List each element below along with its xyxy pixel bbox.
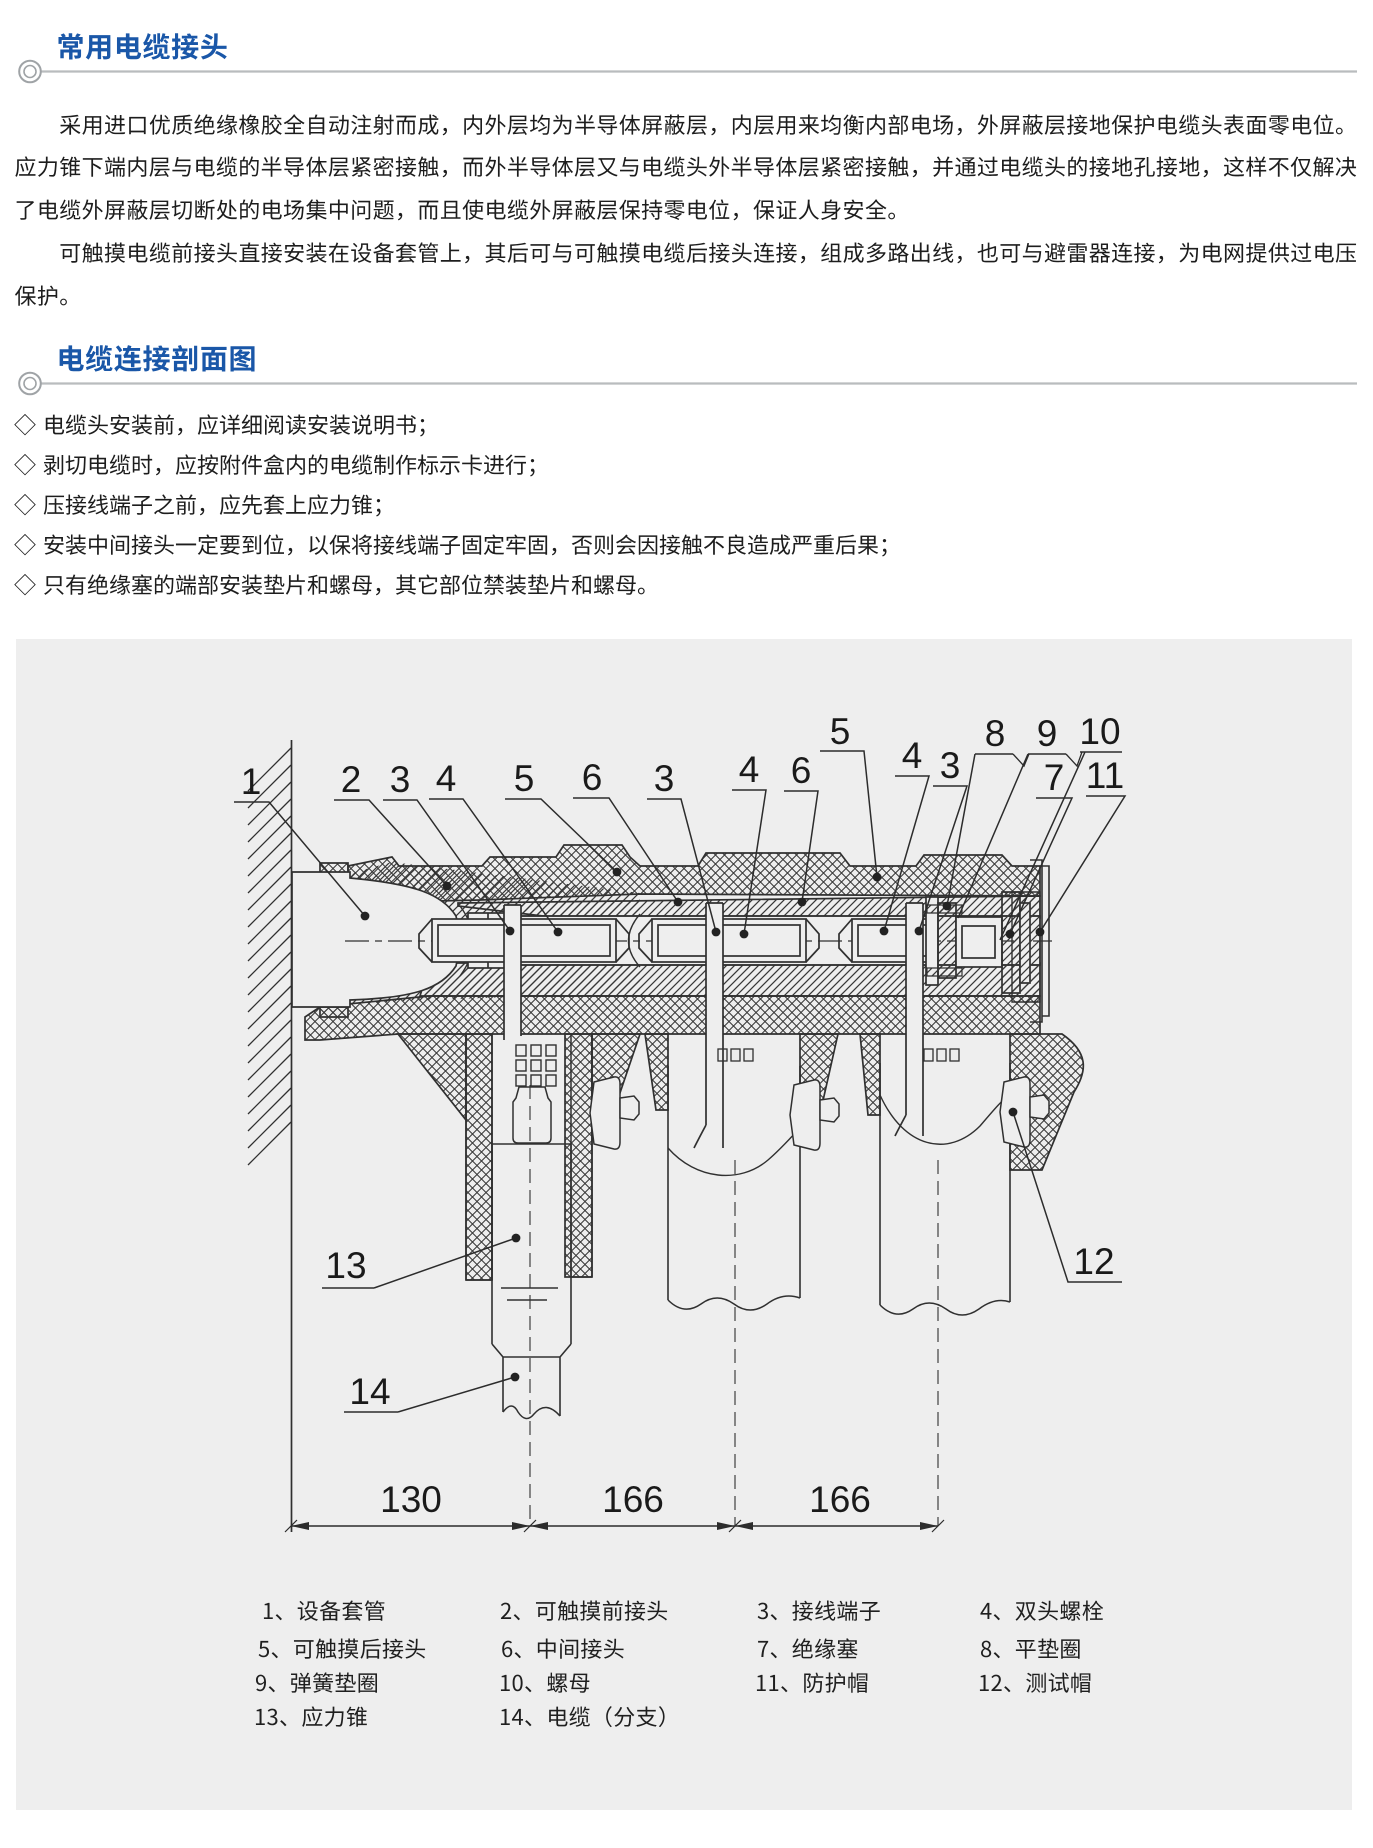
svg-text:6: 6 <box>791 750 812 791</box>
svg-text:8: 8 <box>985 713 1006 754</box>
svg-text:4: 4 <box>436 758 457 799</box>
svg-text:130: 130 <box>380 1479 442 1520</box>
svg-text:6: 6 <box>582 757 603 798</box>
svg-text:7: 7 <box>1044 757 1065 798</box>
svg-text:4: 4 <box>739 749 760 790</box>
svg-text:11: 11 <box>1086 755 1124 796</box>
svg-text:1: 1 <box>241 761 262 802</box>
svg-text:12: 12 <box>1073 1241 1114 1282</box>
svg-text:13: 13 <box>325 1245 366 1286</box>
svg-text:4: 4 <box>902 735 923 776</box>
svg-text:5: 5 <box>514 758 535 799</box>
svg-text:3: 3 <box>390 759 411 800</box>
svg-text:166: 166 <box>602 1479 664 1520</box>
svg-text:14: 14 <box>349 1371 390 1412</box>
svg-text:3: 3 <box>940 745 961 786</box>
svg-text:3: 3 <box>654 758 675 799</box>
svg-text:5: 5 <box>830 711 851 752</box>
svg-text:10: 10 <box>1079 711 1120 752</box>
svg-text:166: 166 <box>809 1479 871 1520</box>
svg-text:2: 2 <box>341 759 362 800</box>
svg-text:9: 9 <box>1037 713 1058 754</box>
